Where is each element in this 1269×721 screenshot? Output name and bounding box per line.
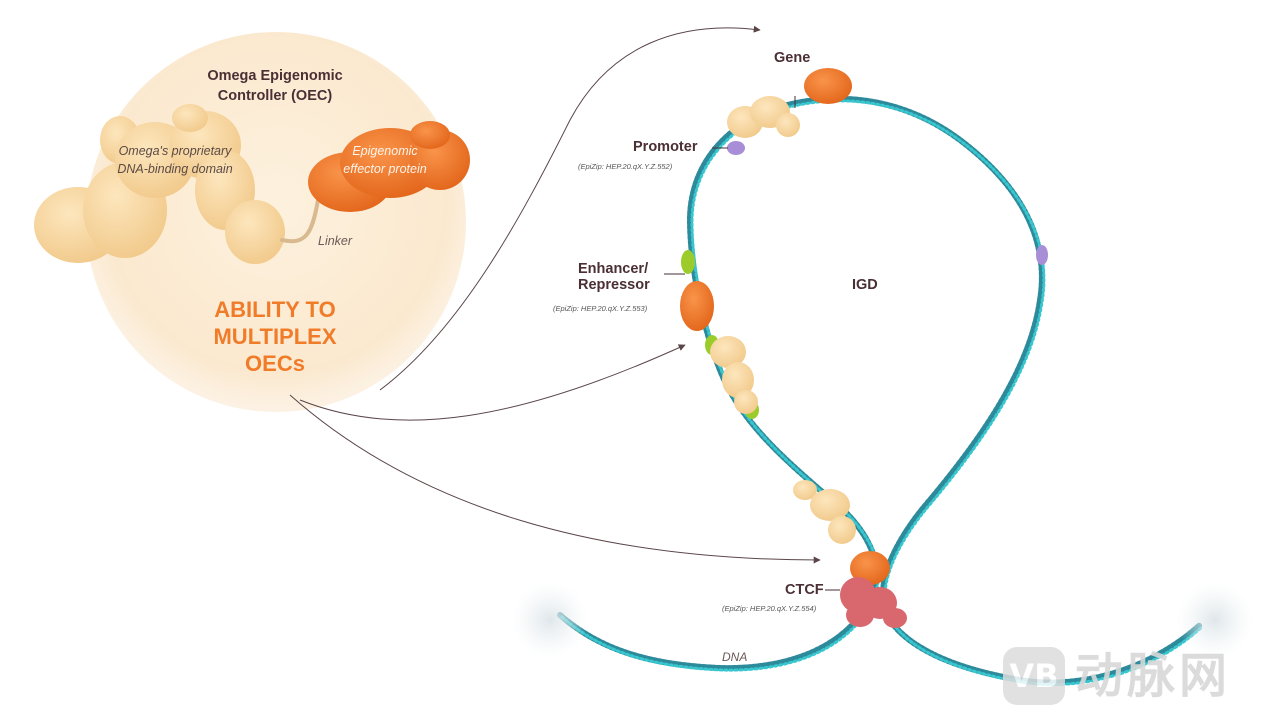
enhancer-label-line1: Enhancer/ xyxy=(578,261,649,277)
watermark-text: 动脉网 xyxy=(1075,648,1232,704)
ctcf-effector xyxy=(850,551,890,585)
enhancer-epizip-id: (EpiZip: HEP.20.qX.Y.Z.553) xyxy=(553,304,648,313)
watermark-logo-badge: VB xyxy=(1003,647,1065,705)
ability-line3: OECs xyxy=(245,351,305,376)
gene-effector xyxy=(804,68,852,104)
dna-binding-label-line1: Omega's proprietary xyxy=(118,144,232,158)
enhancer-label-line2: Repressor xyxy=(578,277,650,293)
arrow-to-ctcf xyxy=(289,394,821,564)
dna-end-right xyxy=(1177,582,1253,658)
gene-label: Gene xyxy=(774,50,811,66)
enhancer-repressor-label: Enhancer/ Repressor xyxy=(578,261,650,293)
effector-label-line1: Epigenomic xyxy=(352,144,418,158)
dna-binding-domain-label: Omega's proprietary DNA-binding domain xyxy=(95,142,255,178)
oec-title-line2: Controller (OEC) xyxy=(217,88,333,104)
oec-title-line1: Omega Epigenomic xyxy=(207,68,343,84)
ability-to-multiplex-label: ABILITY TO MULTIPLEX OECs xyxy=(180,296,370,377)
promoter-label: Promoter xyxy=(633,139,698,155)
ctcf-label: CTCF xyxy=(785,582,824,598)
promoter-epizip-id: (EpiZip: HEP.20.qX.Y.Z.552) xyxy=(578,162,673,171)
ability-line2: MULTIPLEX xyxy=(213,324,337,349)
arrow-to-enhancer xyxy=(299,344,686,421)
igd-label: IGD xyxy=(852,277,878,293)
watermark: VB 动脉网 xyxy=(1003,645,1265,707)
oec-at-enhancer xyxy=(710,336,758,414)
linker-label: Linker xyxy=(318,234,353,248)
effector-protein-shape xyxy=(308,121,470,212)
dna-label: DNA xyxy=(722,650,748,664)
dna-end-left xyxy=(512,582,588,658)
multiplex-arrows xyxy=(289,25,821,564)
oec-at-promoter xyxy=(727,96,800,138)
effector-label-line2: effector protein xyxy=(343,162,427,176)
promoter-marker xyxy=(727,141,1048,265)
ctcf-protein xyxy=(840,577,907,628)
oec-near-ctcf xyxy=(793,480,856,544)
linker-strand xyxy=(280,198,320,244)
enhancer-effector xyxy=(680,281,714,331)
leader-lines xyxy=(664,96,840,591)
dna-binding-domain-shape xyxy=(34,104,285,264)
arrow-to-gene xyxy=(379,25,761,391)
oec-title: Omega Epigenomic Controller (OEC) xyxy=(160,66,390,106)
effector-protein-label: Epigenomic effector protein xyxy=(320,142,450,178)
ctcf-epizip-id: (EpiZip: HEP.20.qX.Y.Z.554) xyxy=(722,604,817,613)
dna-binding-label-line2: DNA-binding domain xyxy=(117,162,233,176)
ability-line1: ABILITY TO xyxy=(214,297,336,322)
